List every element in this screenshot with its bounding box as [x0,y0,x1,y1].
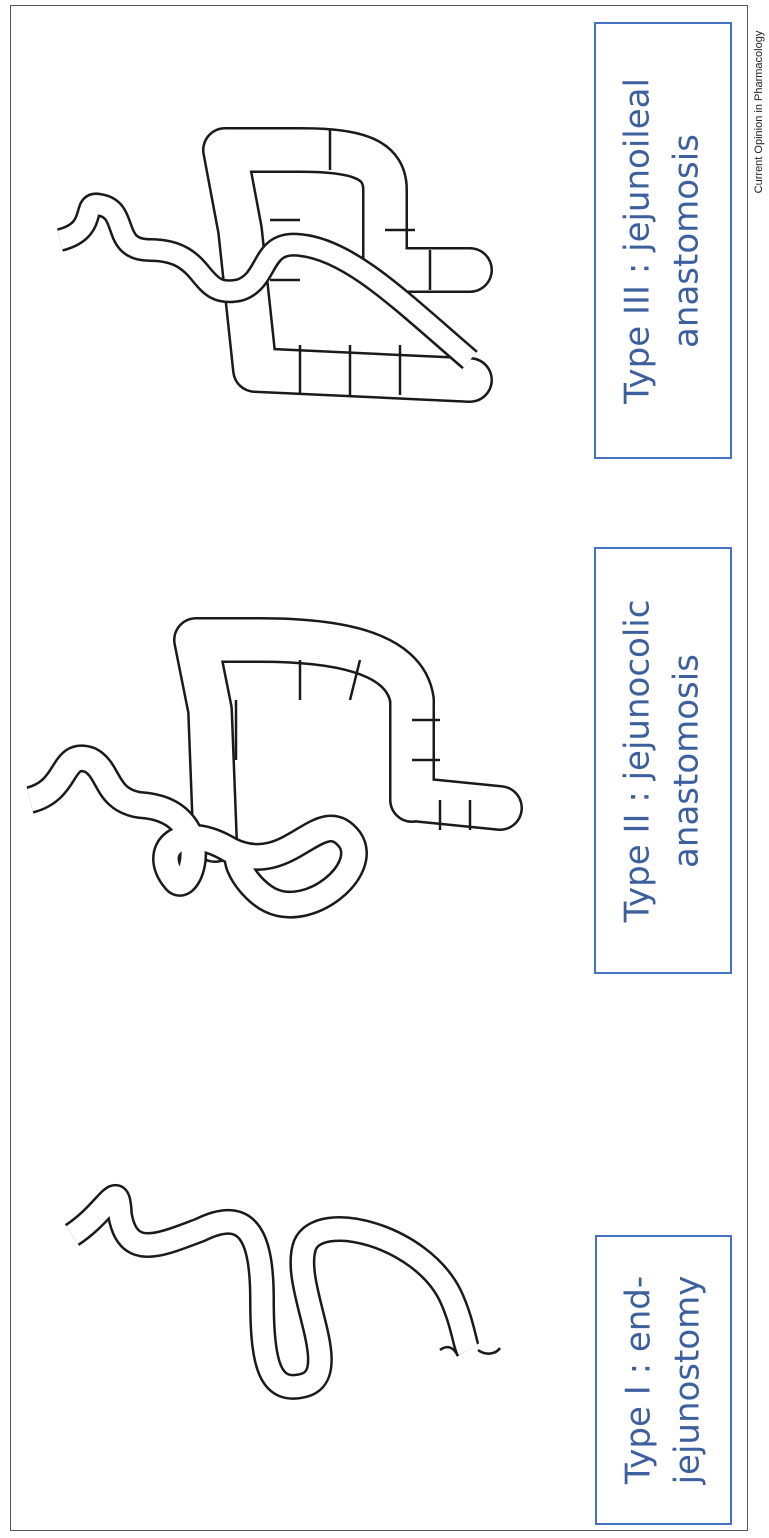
type2-label-box: Type II : jejunocolic anastomosis [594,547,732,974]
type1-label: Type I : end- jejunostomy [614,1276,713,1485]
type2-colon-illustration [30,640,500,905]
type3-label: Type III : jejunoileal anastomosis [614,78,713,404]
type3-label-box: Type III : jejunoileal anastomosis [594,22,732,459]
journal-credit: Current Opinion in Pharmacology [753,31,765,194]
type3-colon-illustration [60,130,470,395]
type2-label: Type II : jejunocolic anastomosis [614,599,713,922]
type1-label-box: Type I : end- jejunostomy [595,1235,732,1525]
type1-small-bowel-illustration [72,1197,500,1387]
